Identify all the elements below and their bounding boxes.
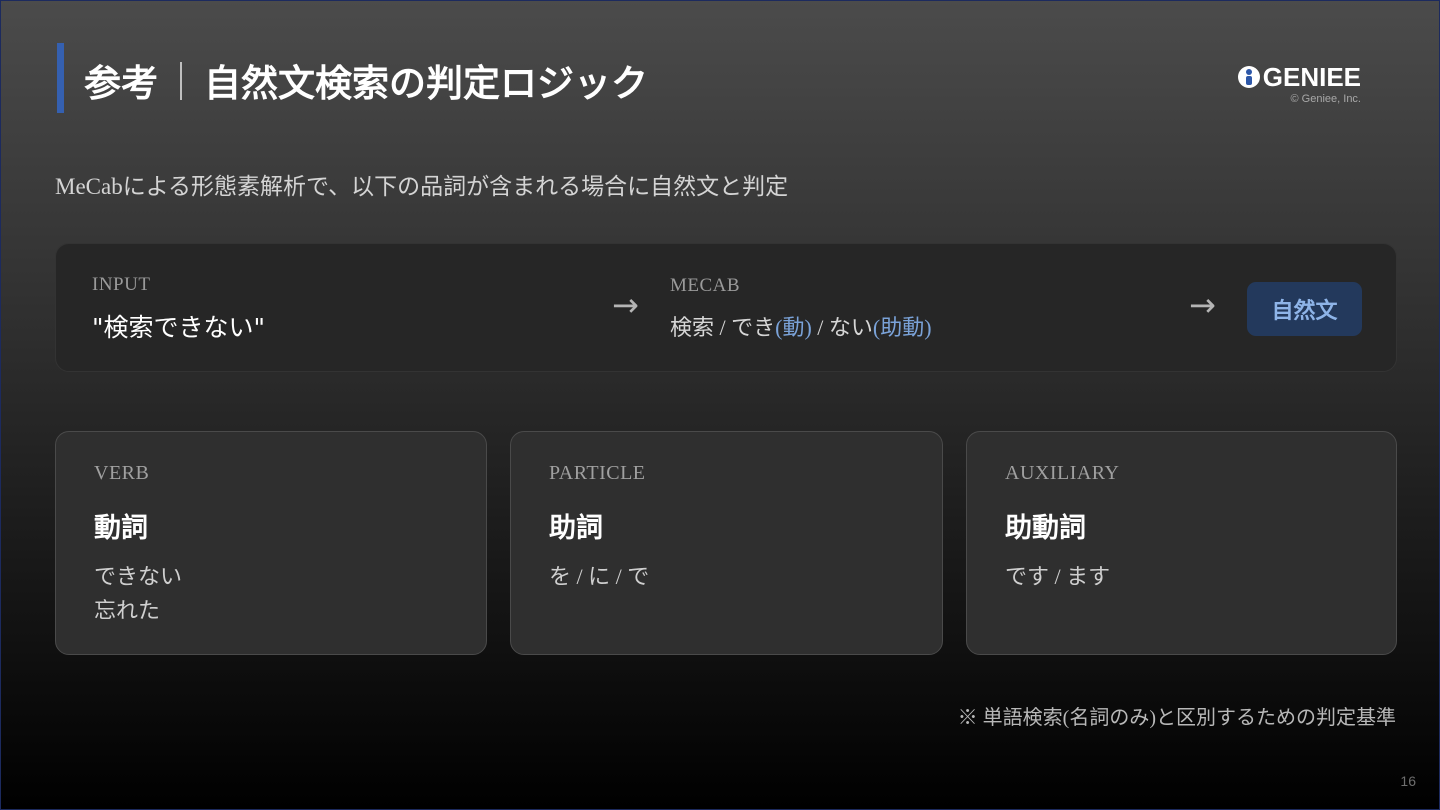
card-category-jp: 動詞 [94,513,148,544]
title-main: 自然文検索の判定ロジック [204,62,648,105]
brand-logo: GENIEE © Geniee, Inc. [1237,62,1361,105]
card-examples: です / ます [1005,560,1110,594]
page-title: 参考 自然文検索の判定ロジック [84,53,648,107]
card-example: 忘れた [94,598,161,623]
card-examples: できない 忘れた [94,560,182,628]
card-category-jp: 助詞 [549,513,603,544]
card-category-en: AUXILIARY [1005,462,1120,484]
title-accent-bar [57,43,64,113]
subtitle: MeCabによる形態素解析で、以下の品詞が含まれる場合に自然文と判定 [55,174,789,199]
input-label: INPUT [92,274,151,295]
title-separator [180,62,182,100]
pos-card-verb: VERB 動詞 できない 忘れた [55,431,487,655]
mecab-token: 検索 / でき [670,315,776,340]
input-value: "検索できない" [92,313,265,342]
title-prefix: 参考 [84,62,158,105]
mecab-token: / ない [811,315,873,340]
copyright-text: © Geniee, Inc. [1290,93,1361,105]
pos-card-particle: PARTICLE 助詞 を / に / で [510,431,943,655]
card-category-en: PARTICLE [549,462,646,484]
arrow-right-icon: → [612,286,639,324]
mecab-pos-tag: (動) [775,315,812,340]
result-badge: 自然文 [1247,282,1362,336]
card-examples: を / に / で [549,560,649,594]
mecab-label: MECAB [670,275,741,296]
card-category-jp: 助動詞 [1005,513,1086,544]
footnote: ※ 単語検索(名詞のみ)と区別するための判定基準 [957,707,1396,729]
logo-name: GENIEE [1262,62,1361,92]
card-category-en: VERB [94,462,150,484]
arrow-right-icon: → [1189,286,1216,324]
geniee-logo-icon [1237,66,1260,88]
flow-panel: INPUT "検索できない" → MECAB 検索 / でき(動) / ない(助… [55,243,1397,372]
mecab-analysis: 検索 / でき(動) / ない(助動) [670,310,932,342]
card-example: を / に / で [549,564,650,589]
card-example: です / ます [1005,564,1111,589]
mecab-pos-tag: (助動) [872,315,932,340]
pos-card-auxiliary: AUXILIARY 助動詞 です / ます [966,431,1397,655]
card-example: できない [94,564,183,589]
page-number: 16 [1400,773,1416,789]
